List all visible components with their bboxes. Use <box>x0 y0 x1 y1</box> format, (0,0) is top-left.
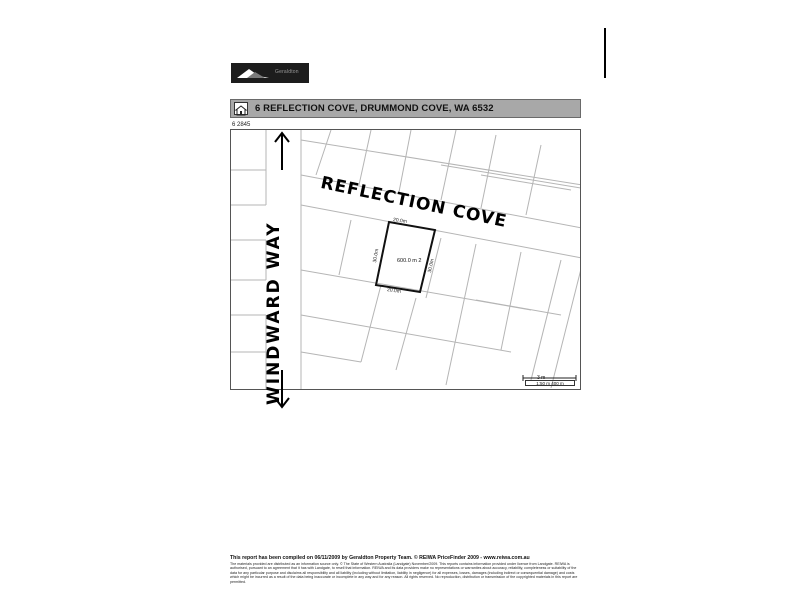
footer-compiled-notice: This report has been compiled on 06/11/2… <box>230 555 530 561</box>
company-logo: Geraldton <box>231 63 309 83</box>
house-icon <box>234 102 248 116</box>
double-arrow-icon <box>274 131 290 409</box>
cadastral-map <box>230 129 581 390</box>
address-header-bar: 6 REFLECTION COVE, DRUMMOND COVE, WA 653… <box>230 99 581 118</box>
footer-disclaimer: The materials provided are distributed a… <box>230 562 578 584</box>
mountain-logo-icon <box>237 69 269 78</box>
scan-edge-mark <box>604 28 606 78</box>
subject-lot-boundary <box>374 220 437 294</box>
property-address: 6 REFLECTION COVE, DRUMMOND COVE, WA 653… <box>255 103 494 114</box>
lot-boundaries <box>231 130 580 389</box>
lot-area-label: 600.0 m 2 <box>397 258 422 264</box>
logo-text: Geraldton <box>275 69 299 75</box>
report-footer: This report has been compiled on 06/11/2… <box>230 555 580 584</box>
scale-distance: 3 m <box>537 375 546 381</box>
map-coordinate: 6 2845 <box>232 122 251 128</box>
scale-ratio: 1:50 m 400 m <box>525 380 575 386</box>
